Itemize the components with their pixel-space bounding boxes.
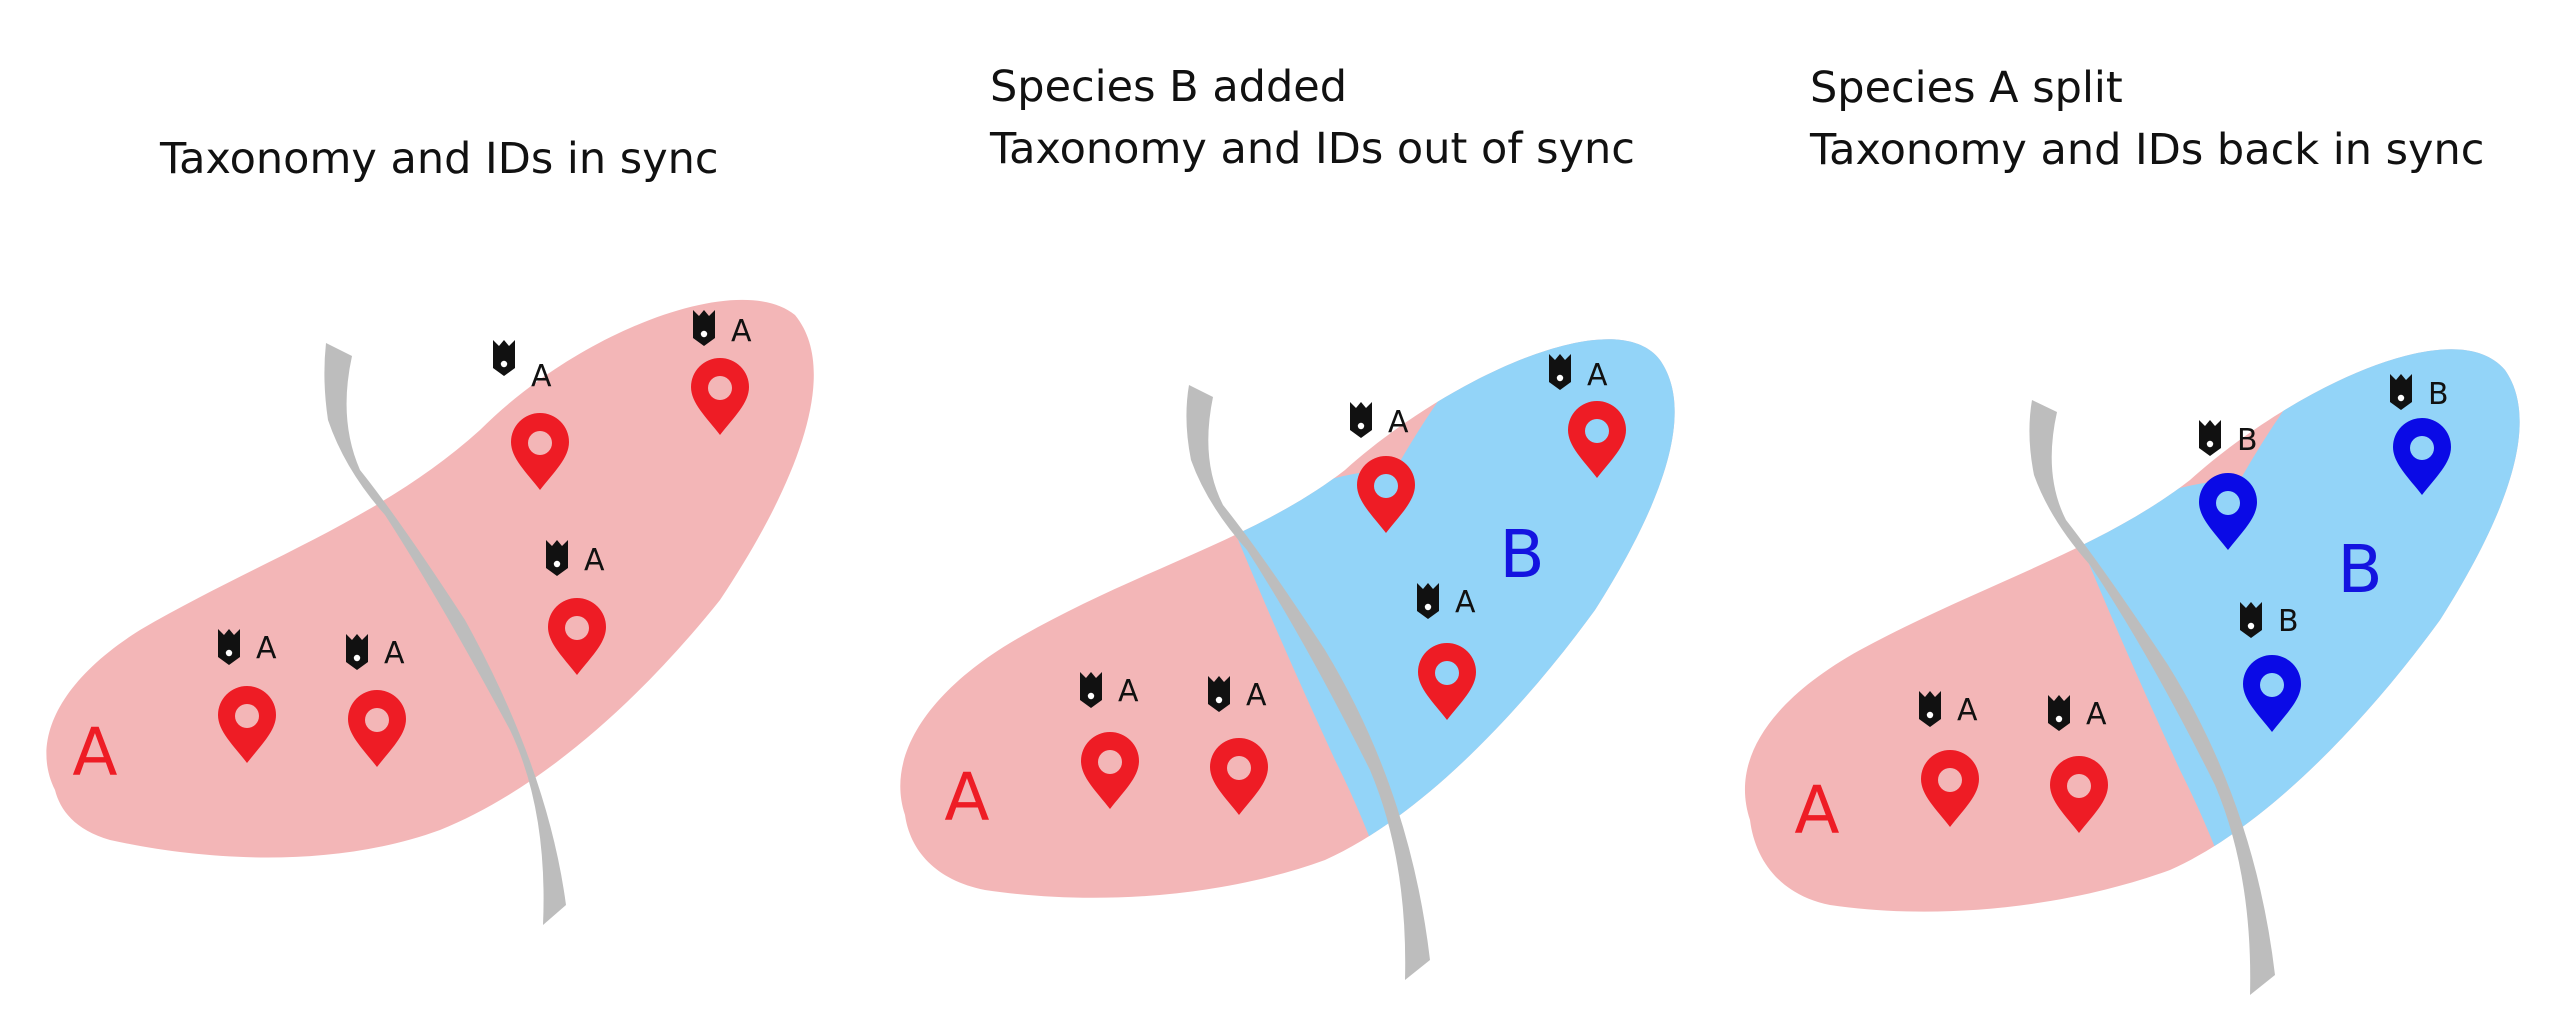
tag-label: A [1957,693,1978,728]
river [2029,400,2275,995]
tag-hole [1087,692,1095,700]
pin-center [2216,491,2240,515]
region-label: A [72,714,117,791]
pin-center [528,431,552,455]
tag-hole [1357,422,1365,430]
tag-label: A [584,543,605,578]
pin-center [1374,474,1398,498]
observation: B [2199,420,2258,550]
observation: A [493,340,569,490]
pin-center [2260,673,2284,697]
region-label: A [1794,772,1839,849]
pin-center [2067,774,2091,798]
pin-center [1098,750,1122,774]
tag-hole [2247,622,2255,630]
tag-hole [1926,711,1934,719]
panel-back-in-sync: Species A split Taxonomy and IDs back in… [1710,0,2566,1021]
observation: A [1549,354,1626,478]
id-tag-icon [2048,695,2070,731]
observation: A [691,310,752,435]
pin-center [2410,436,2434,460]
tag-hole [1424,603,1432,611]
tag-hole [700,330,708,338]
pin-center [708,376,732,400]
region-label: B [2337,531,2382,608]
id-tag-icon [493,340,515,376]
tag-label: A [531,359,552,394]
observation: A [1417,583,1476,720]
observation: A [346,634,406,767]
tag-label: A [1587,358,1608,393]
tag-label: B [2428,377,2449,412]
id-tag-icon [1080,672,1102,708]
observation: A [1919,691,1979,827]
tag-hole [1215,696,1223,704]
region-b [2075,349,2520,912]
tag-hole [2055,715,2063,723]
tag-hole [553,560,561,568]
id-tag-icon [1549,354,1571,390]
tag-label: A [731,314,752,349]
title-line: Taxonomy and IDs in sync [160,134,719,184]
tag-hole [2397,394,2405,402]
tag-label: A [1455,585,1476,620]
title-line: Taxonomy and IDs back in sync [1810,125,2485,175]
range-map: A B A A B B [1744,349,2520,995]
id-tag-icon [1208,676,1230,712]
panel-out-of-sync: Species B added Taxonomy and IDs out of … [855,0,1710,1021]
range-map: A B A A A A [900,339,1675,980]
tag-label: A [1388,405,1409,440]
observation: A [218,629,277,763]
id-tag-icon [2240,602,2262,638]
range-map: A A A A A [46,299,814,925]
tag-label: A [1246,678,1267,713]
title-line: Species A split [1810,63,2123,113]
panel-in-sync: Taxonomy and IDs in sync A A A A [0,0,855,1021]
region-label: B [1499,516,1544,593]
id-tag-icon [2390,374,2412,410]
tag-hole [1556,374,1564,382]
tag-label: A [384,636,405,671]
region-b [1230,339,1675,898]
pin-center [1938,768,1962,792]
id-tag-icon [1919,691,1941,727]
pin-center [1227,756,1251,780]
tag-label: A [1118,674,1139,709]
pin-center [365,708,389,732]
tag-hole [225,649,233,657]
panel-title: Species A split Taxonomy and IDs back in… [1810,57,2484,181]
tag-label: B [2278,604,2299,639]
title-line: Species B added [990,62,1348,112]
id-tag-icon [2199,420,2221,456]
panel-title: Species B added Taxonomy and IDs out of … [990,56,1635,180]
id-tag-icon [1417,583,1439,619]
observation: A [1208,676,1268,815]
pin-center [1435,661,1459,685]
tag-label: A [256,631,277,666]
observation: A [2048,695,2108,833]
river [1186,385,1430,980]
id-tag-icon [346,634,368,670]
id-tag-icon [218,629,240,665]
tag-label: A [2086,697,2107,732]
tag-label: B [2237,423,2258,458]
id-tag-icon [1350,402,1372,438]
observation: A [1080,672,1139,809]
tag-hole [500,360,508,368]
observation: B [2240,602,2301,732]
title-line: Taxonomy and IDs out of sync [990,124,1635,174]
id-tag-icon [693,310,715,346]
pin-center [235,704,259,728]
tag-hole [353,654,361,662]
panel-title: Taxonomy and IDs in sync [160,128,719,190]
tag-hole [2206,440,2214,448]
pin-center [565,616,589,640]
observation: A [546,540,606,675]
observation: B [2390,374,2451,495]
id-tag-icon [546,540,568,576]
pin-center [1585,419,1609,443]
region-label: A [944,759,989,836]
observation: A [1350,402,1415,533]
